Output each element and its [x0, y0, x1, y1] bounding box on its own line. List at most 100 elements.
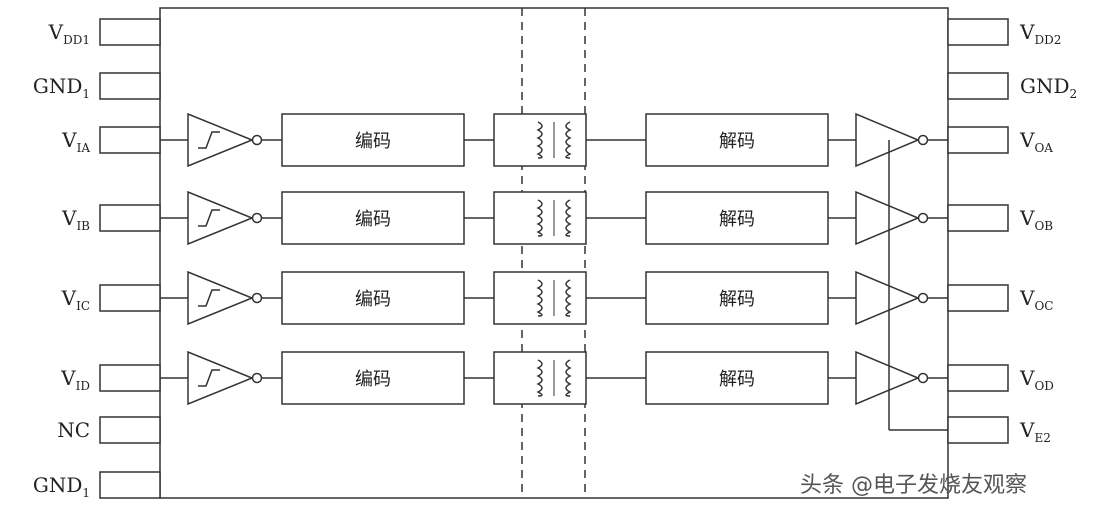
pin-name: V [61, 128, 77, 152]
chip-body [159, 7, 949, 499]
right-pin-label: VOB [1019, 206, 1053, 233]
decoder-box [645, 271, 829, 325]
decoder-label: 解码 [719, 369, 755, 390]
encoder-label: 编码 [355, 209, 391, 230]
left-pin-label: NC [57, 418, 90, 442]
pin-subscript: ID [76, 379, 90, 393]
left-pin-label: VIC [61, 286, 90, 313]
schmitt-buffer [187, 190, 254, 246]
right-pin-label: GND2 [1020, 74, 1077, 101]
pin-name: V [1019, 206, 1035, 230]
pin-name: V [48, 20, 64, 44]
pin-name: GND [33, 473, 83, 497]
pin-name: V [61, 206, 77, 230]
right-pin-label: VOA [1019, 128, 1053, 155]
watermark-text: 头条 @电子发烧友观察 [800, 473, 1027, 498]
left-pin: VIC [61, 284, 161, 313]
pin-pad [99, 72, 161, 100]
output-buffer [855, 350, 920, 406]
pin-name: V [1019, 128, 1035, 152]
pin-pad [99, 364, 161, 392]
left-pin: NC [57, 416, 161, 444]
output-buffer [855, 112, 920, 168]
output-buffer [855, 270, 920, 326]
primary-coil-icon [536, 359, 543, 397]
secondary-coil-icon [565, 199, 572, 237]
channel-c: 编码解码 [160, 270, 948, 326]
pin-pad [99, 204, 161, 232]
primary-coil-icon [536, 279, 543, 317]
right-pin-label: VOD [1019, 366, 1054, 393]
left-pin: GND1 [33, 471, 161, 500]
right-pin: VE2 [947, 416, 1051, 445]
pin-name: GND [33, 74, 83, 98]
secondary-coil-icon [565, 279, 572, 317]
decoder-label: 解码 [719, 209, 755, 230]
left-pin: VIB [61, 204, 161, 233]
right-pin: VOC [947, 284, 1053, 313]
inverter-bubble [251, 134, 263, 146]
left-pin-label: VIA [61, 128, 90, 155]
schmitt-icon [198, 209, 220, 227]
decoder-box [645, 351, 829, 405]
inverter-bubble [251, 212, 263, 224]
pin-subscript: IB [76, 219, 90, 233]
pin-pad [99, 126, 161, 154]
pin-name: NC [57, 418, 90, 442]
right-pin-label: VE2 [1019, 418, 1051, 445]
inverter-bubble [917, 372, 929, 384]
encoder-box [281, 271, 465, 325]
encoder-box [281, 351, 465, 405]
primary-coil-icon [536, 121, 543, 159]
pin-subscript: DD1 [63, 33, 90, 47]
left-pin: VDD1 [48, 18, 161, 47]
pin-subscript: IA [77, 141, 91, 155]
pin-subscript: 1 [82, 486, 90, 500]
right-pin-label: VOC [1019, 286, 1053, 313]
right-pin: VOB [947, 204, 1053, 233]
pin-name: V [60, 366, 76, 390]
channel-b: 编码 解码 [160, 190, 948, 246]
pin-pad [99, 416, 161, 444]
pin-name: V [61, 286, 77, 310]
pin-pad [947, 126, 1009, 154]
encoder-box [281, 191, 465, 245]
encoder-label: 编码 [355, 131, 391, 152]
pin-name: V [1019, 20, 1035, 44]
right-pin: GND2 [947, 72, 1077, 101]
pin-pad [947, 18, 1009, 46]
secondary-coil-icon [565, 121, 572, 159]
right-pin: VOD [947, 364, 1054, 393]
left-pin-label: VID [60, 366, 90, 393]
right-pin-label: VDD2 [1019, 20, 1061, 47]
inverter-bubble [917, 212, 929, 224]
output-buffer [855, 190, 920, 246]
pin-pad [947, 204, 1009, 232]
secondary-coil-icon [565, 359, 572, 397]
decoder-box [645, 113, 829, 167]
pin-name: V [1019, 286, 1035, 310]
channel-d: 编码 解码 [160, 350, 948, 406]
pin-subscript: OA [1034, 141, 1053, 155]
schmitt-icon [198, 289, 220, 307]
pin-pad [947, 416, 1009, 444]
left-pin-label: GND1 [33, 74, 90, 101]
pin-pad [99, 471, 161, 499]
pin-subscript: OC [1034, 299, 1053, 313]
left-pin: VIA [61, 126, 161, 155]
inverter-bubble [917, 134, 929, 146]
decoder-label: 解码 [719, 289, 755, 310]
schmitt-icon [198, 369, 220, 387]
decoder-label: 解码 [719, 131, 755, 152]
encoder-box [281, 113, 465, 167]
inverter-bubble [917, 292, 929, 304]
pin-subscript: OB [1034, 219, 1053, 233]
left-pin: GND1 [33, 72, 161, 101]
pin-subscript: 1 [82, 87, 90, 101]
pin-subscript: E2 [1034, 431, 1050, 445]
left-pin-label: GND1 [33, 473, 90, 500]
inverter-bubble [251, 292, 263, 304]
pin-subscript: IC [76, 299, 90, 313]
encoder-label: 编码 [355, 369, 391, 390]
